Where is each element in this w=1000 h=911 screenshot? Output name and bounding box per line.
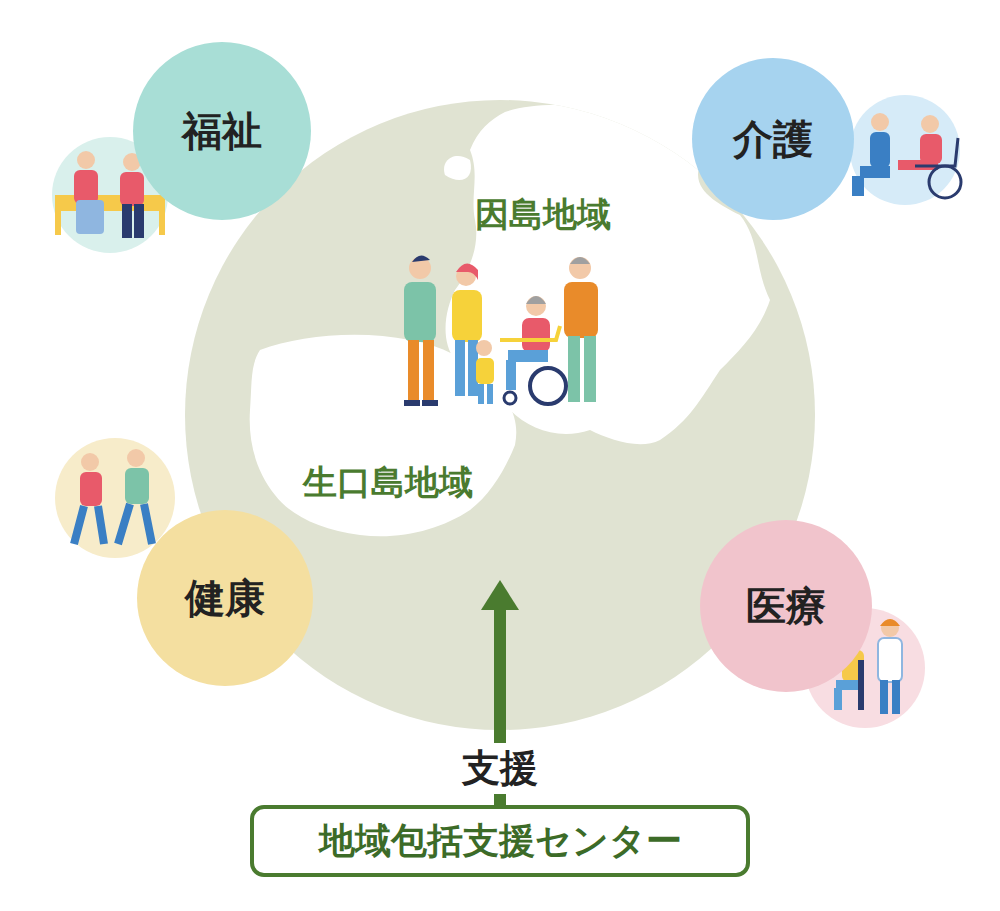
family-figures <box>404 255 598 406</box>
support-center-box: 地域包括支援センター <box>250 805 750 877</box>
region-label: 生口島地域 <box>303 460 473 506</box>
edge-label: 支援 <box>458 743 542 794</box>
node-label: 介護 <box>733 112 813 167</box>
node-label: 医療 <box>746 579 826 634</box>
care-illustration <box>850 95 961 205</box>
care-circle: 介護 <box>692 58 854 220</box>
health-circle: 健康 <box>137 510 313 686</box>
node-label: 地域包括支援センター <box>319 817 682 866</box>
island-map <box>250 105 770 536</box>
node-label: 健康 <box>185 571 265 626</box>
node-label: 福祉 <box>182 104 262 159</box>
welfare-circle: 福祉 <box>133 42 311 220</box>
medical-circle: 医療 <box>700 520 872 692</box>
region-label: 因島地域 <box>475 192 611 238</box>
